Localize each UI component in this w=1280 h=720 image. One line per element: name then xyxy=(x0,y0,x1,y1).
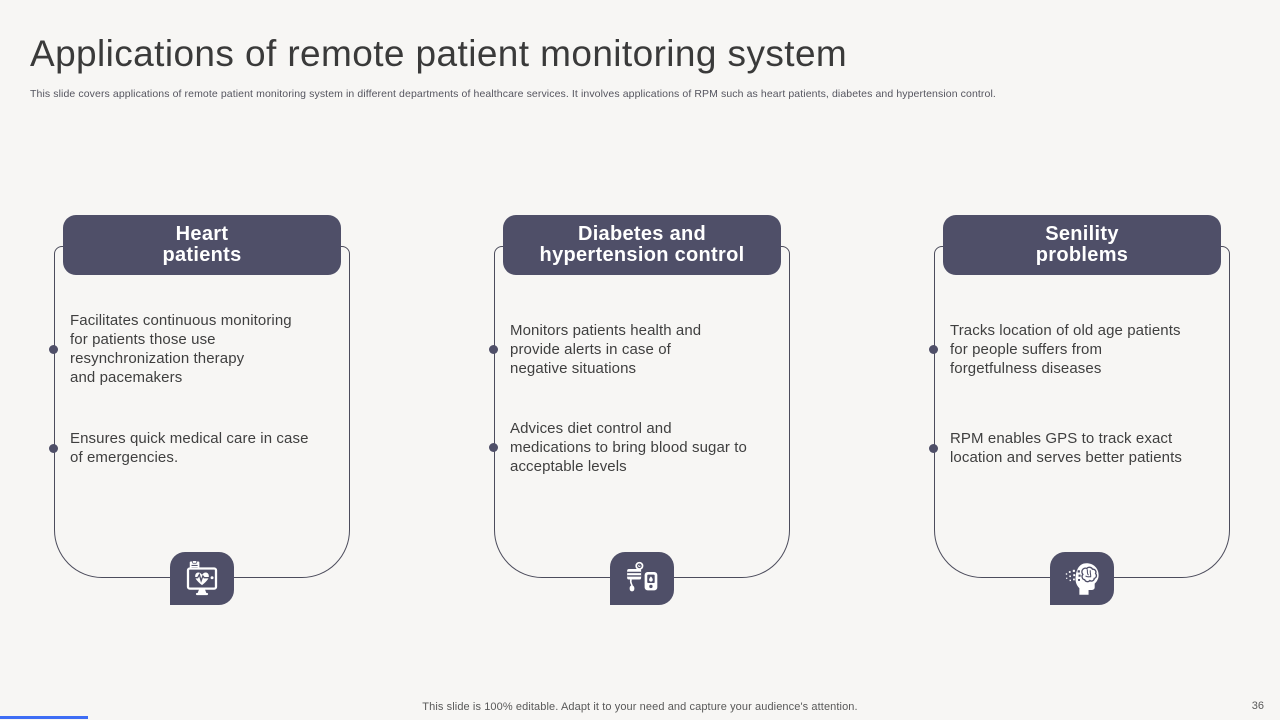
card-heart-patients: Heart patients Facilitates continuous mo… xyxy=(49,215,350,610)
bullet-dot xyxy=(929,345,938,354)
bullet-item: Monitors patients health and provide ale… xyxy=(489,321,779,378)
heart-monitor-icon xyxy=(170,552,234,605)
bullet-item: Ensures quick medical care in case of em… xyxy=(49,429,339,467)
bullet-text: RPM enables GPS to track exact location … xyxy=(950,430,1182,466)
bullet-dot xyxy=(489,443,498,452)
bullet-dot xyxy=(929,443,938,453)
card-senility-problems: Senility problems Tracks location of old… xyxy=(929,215,1230,610)
bullet-text: Ensures quick medical care in case of em… xyxy=(70,430,309,466)
bullet-text: Monitors patients health and provide ale… xyxy=(510,322,702,377)
bullet-dot xyxy=(49,344,58,354)
bullet-text: Facilitates continuous monitoring for pa… xyxy=(70,312,292,386)
card-outline xyxy=(934,246,1230,578)
card-outline xyxy=(54,246,350,578)
bullet-dot xyxy=(49,443,58,453)
bullet-item: RPM enables GPS to track exact location … xyxy=(929,429,1219,467)
bullet-dot xyxy=(489,345,498,354)
card-header-senility-problems: Senility problems xyxy=(943,215,1221,275)
page-number: 36 xyxy=(1251,700,1264,712)
card-header-heart-patients: Heart patients xyxy=(63,215,341,275)
bullet-item: Tracks location of old age patients for … xyxy=(929,321,1219,378)
page-subtitle: This slide covers applications of remote… xyxy=(30,88,996,100)
bullet-text: Tracks location of old age patients for … xyxy=(950,322,1181,377)
blood-pressure-glucometer-icon xyxy=(610,552,674,605)
bullet-item: Advices diet control and medications to … xyxy=(489,419,779,476)
footer-note: This slide is 100% editable. Adapt it to… xyxy=(422,701,858,713)
page-title: Applications of remote patient monitorin… xyxy=(30,33,848,74)
bottom-accent-bar xyxy=(0,716,88,719)
bullet-text: Advices diet control and medications to … xyxy=(510,420,747,475)
bullet-item: Facilitates continuous monitoring for pa… xyxy=(49,311,339,387)
card-header-diabetes-hypertension: Diabetes and hypertension control xyxy=(503,215,781,275)
memory-loss-icon xyxy=(1050,552,1114,605)
card-diabetes-hypertension: Diabetes and hypertension control Monito… xyxy=(489,215,790,610)
card-outline xyxy=(494,246,790,578)
